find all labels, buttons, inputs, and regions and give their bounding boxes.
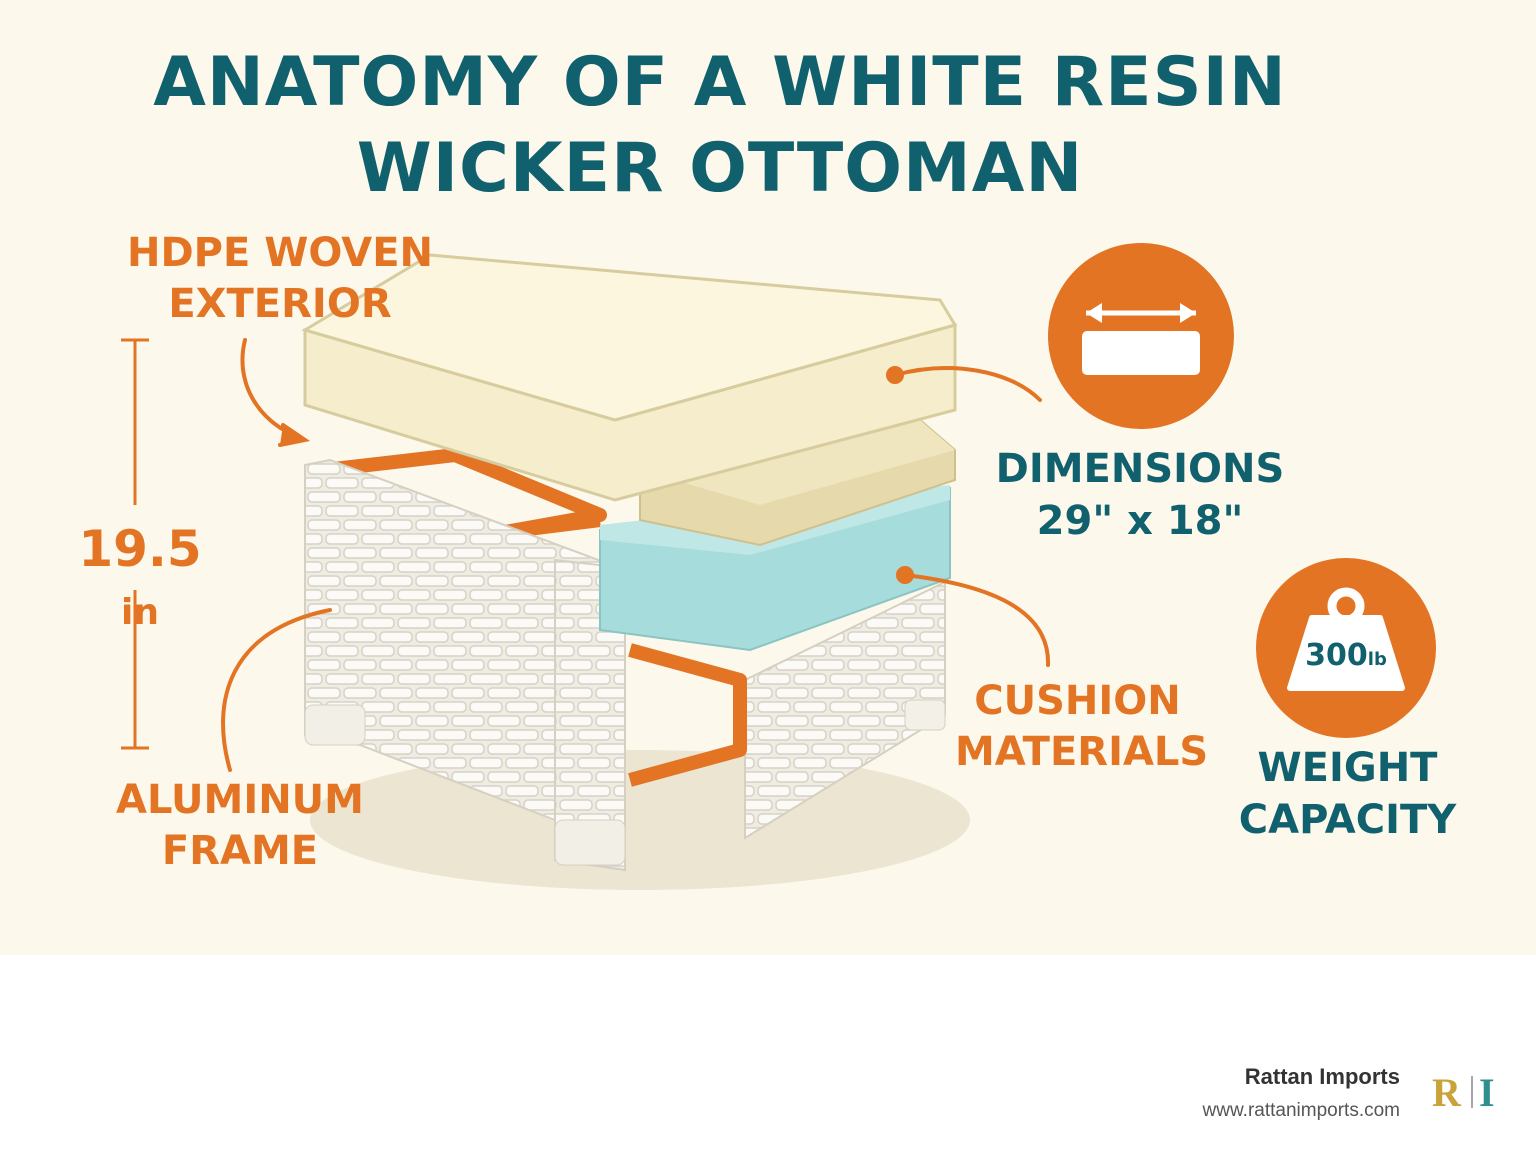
brand-url: www.rattanimports.com	[1202, 1100, 1400, 1121]
cushion-materials-label: CUSHION MATERIALS	[955, 678, 1209, 776]
callout-cushion-line	[896, 566, 1051, 667]
seat-cushion	[301, 253, 958, 502]
aluminum-frame-label: ALUMINUM FRAME	[116, 777, 364, 875]
height-number: 19.5	[78, 520, 202, 578]
logo-letter-i: I	[1479, 1070, 1495, 1114]
brand-name: Rattan Imports	[1244, 1064, 1400, 1089]
callout-hdpe-arrow	[240, 338, 311, 447]
page-title: ANATOMY OF A WHITE RESIN WICKER OTTOMAN	[153, 43, 1287, 209]
height-unit: in	[121, 592, 159, 633]
hdpe-label: HDPE WOVEN EXTERIOR	[126, 230, 434, 328]
weight-capacity-label: WEIGHT CAPACITY	[1238, 745, 1457, 843]
callout-dimensions-line	[886, 366, 1042, 402]
height-label: 19.5 in	[60, 520, 220, 636]
weight-badge: 300lb	[1256, 558, 1436, 738]
logo-icon: R I	[1432, 1070, 1495, 1114]
ottoman-illustration	[121, 253, 1051, 890]
height-marker	[121, 338, 149, 750]
double-arrow-icon	[1082, 303, 1200, 375]
dimensions-badge	[1048, 243, 1234, 429]
weight-icon: 300lb	[1287, 587, 1405, 691]
weight-value: 300lb	[1305, 638, 1387, 673]
wicker-back-panel	[744, 580, 946, 840]
weight-unit: lb	[1368, 649, 1387, 670]
aluminum-frame	[324, 448, 747, 787]
logo-letter-r: R	[1432, 1070, 1462, 1114]
callout-aluminum-line	[221, 608, 332, 772]
dimensions-label: DIMENSIONS 29" x 18"	[995, 446, 1285, 544]
